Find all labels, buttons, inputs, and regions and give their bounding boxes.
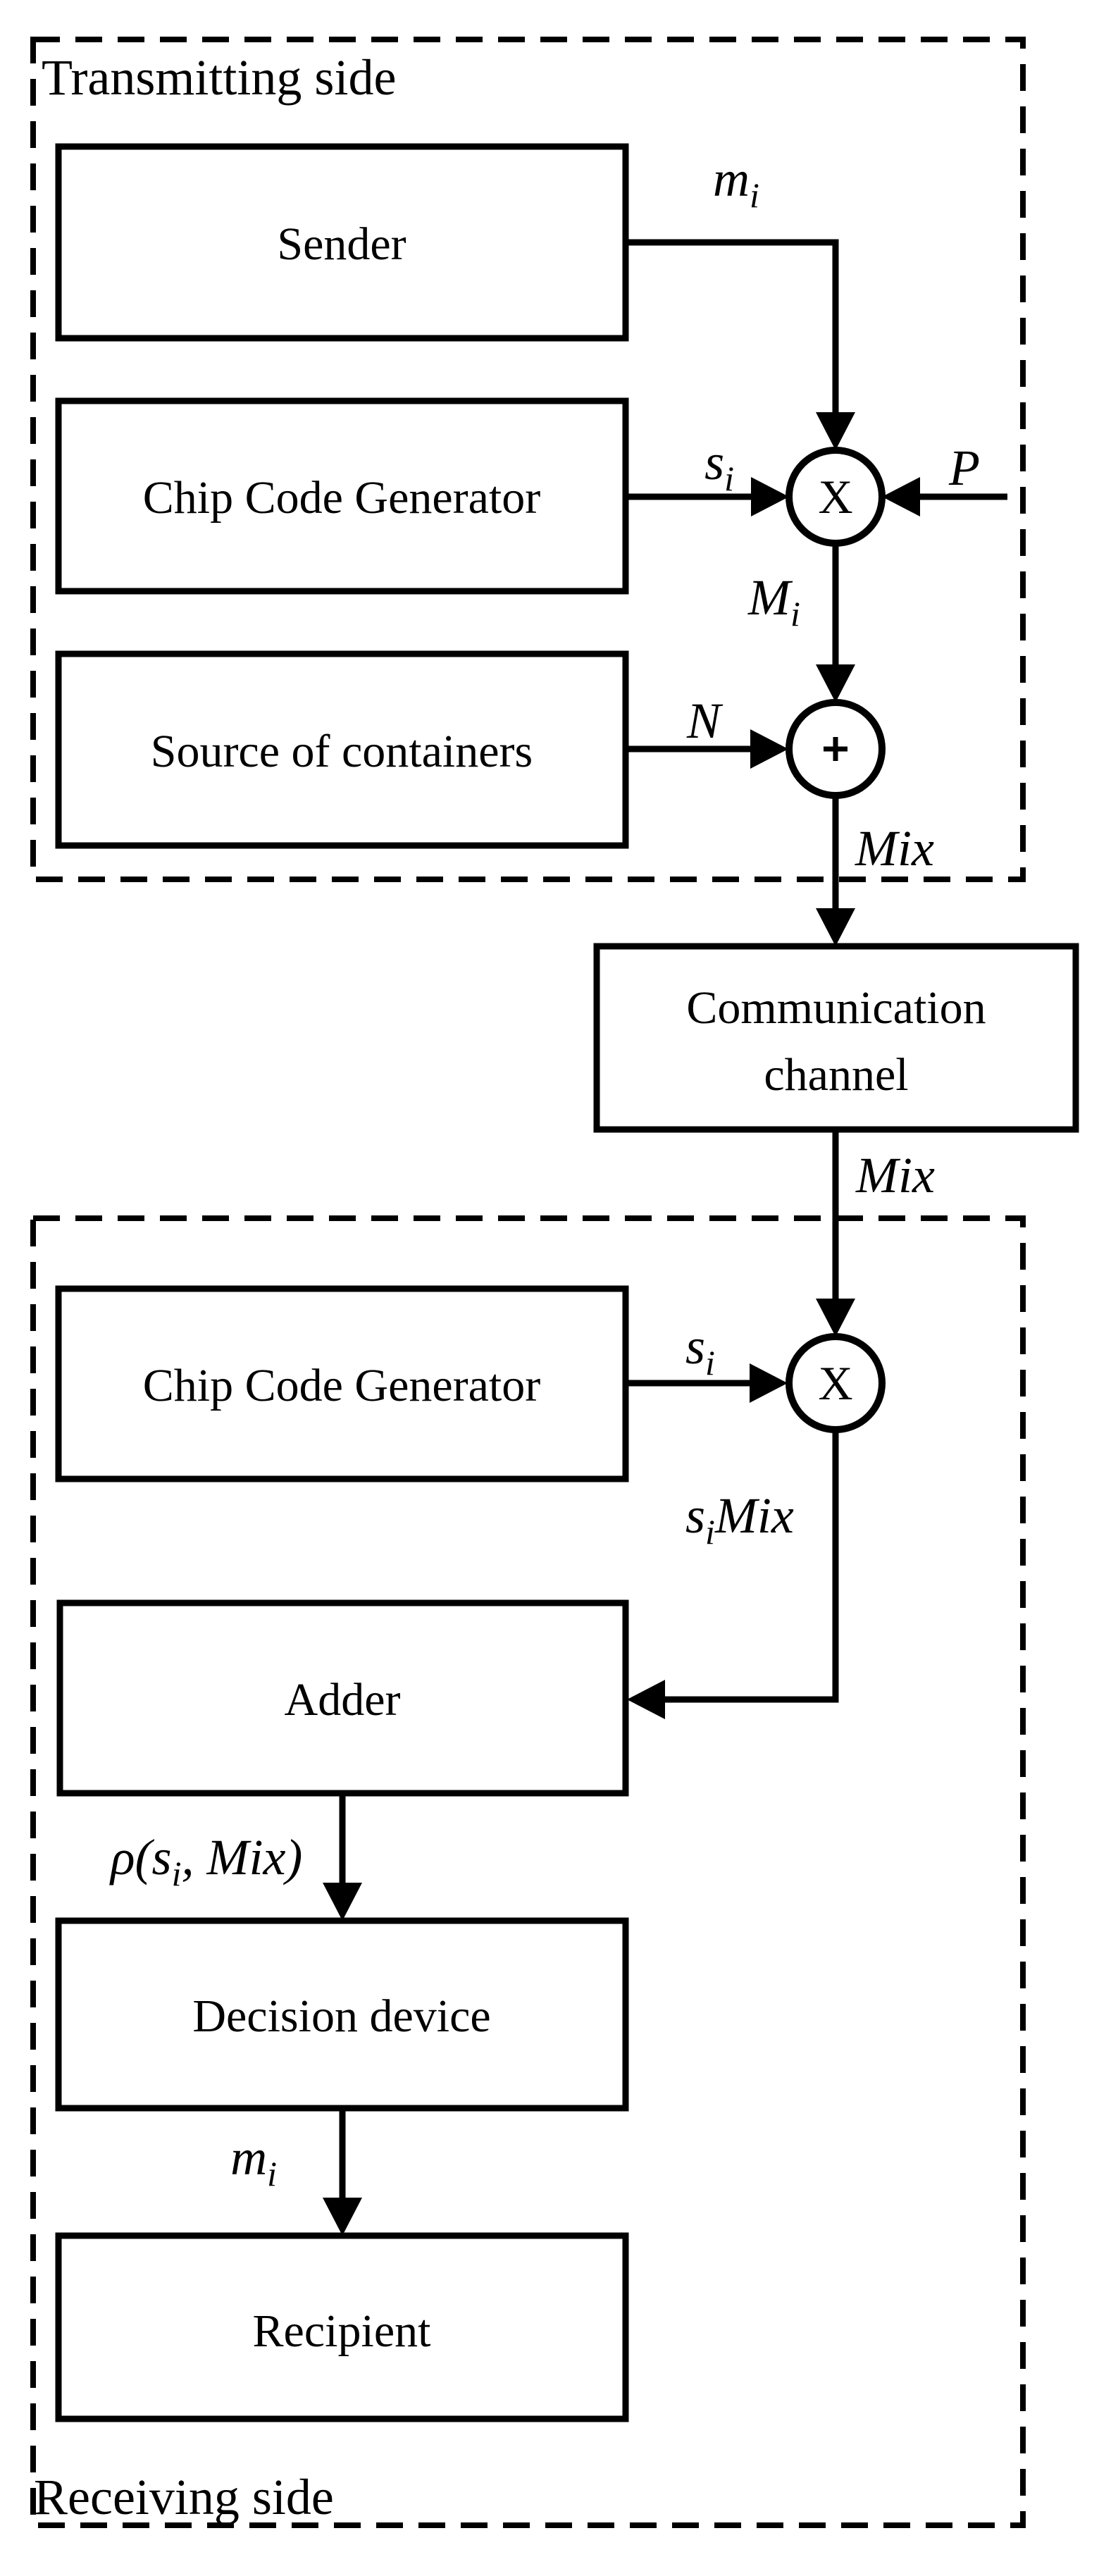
receiving-section: Receiving side Chip Code Generator X si … [30,1215,1026,2528]
adder-label: Adder [285,1674,401,1726]
decision-device-box [55,1917,629,2112]
communication-channel-box [593,943,1079,1133]
signal-p: P [948,440,980,496]
sender-label: Sender [277,218,406,270]
sender-box [55,143,629,342]
signal-mix-tx: Mix [855,820,934,877]
arrowhead-into-adder-right [627,1680,665,1719]
signal-mi-rx: mi [230,2129,277,2193]
flow-multiplier-rx-to-adder [665,1430,839,1703]
signal-mix-channel: Mix [855,1147,935,1203]
flow-sender-to-multiplier [626,239,839,412]
signal-si-tx: si [704,434,734,498]
plus-icon [824,737,847,761]
arrowhead-into-recipient-top [323,2198,362,2236]
chip-code-generator-rx-label: Chip Code Generator [143,1360,541,1411]
arrowhead-into-multiplier-rx-left [750,1363,788,1403]
communication-channel-label-line1: Communication [686,982,986,1034]
communication-channel-label-line2: channel [764,1049,908,1101]
arrowhead-into-multiplier-rx-top [816,1299,855,1337]
channel-section: Communication channel Mix [593,943,1079,1337]
signal-n: N [686,693,724,749]
transmitting-section: Transmitting side Sender Chip Code Gener… [30,37,1026,946]
arrowhead-into-multiplier-top [816,412,855,450]
decision-device-label: Decision device [192,1990,490,2042]
source-of-containers-label: Source of containers [151,726,533,777]
signal-rho: ρ(si, Mix) [109,1829,302,1893]
arrowhead-into-adder-circle-top [816,664,855,702]
signal-Mi: Mi [747,569,800,633]
signal-si-mix: siMix [685,1487,794,1552]
source-of-containers-box [55,650,629,849]
recipient-box [55,2232,629,2422]
arrowhead-into-multiplier-left [751,477,789,516]
multiplier-tx-symbol: X [818,470,852,524]
arrowhead-into-adder-circle-left [750,729,788,769]
signal-si-rx: si [685,1318,715,1382]
chip-code-generator-tx-box [55,397,629,595]
receiving-side-label: Receiving side [34,2469,334,2525]
transmitting-boundary [30,37,1026,882]
transmitting-side-label: Transmitting side [42,49,396,106]
arrowhead-into-multiplier-right [882,477,920,516]
receiving-boundary [30,1215,1026,2528]
chip-code-generator-rx-box [55,1285,629,1482]
signal-mi-tx: mi [713,151,759,215]
multiplier-rx-symbol: X [818,1356,852,1410]
recipient-label: Recipient [253,2305,431,2357]
arrowhead-into-decision-top [323,1883,362,1921]
chip-code-generator-tx-label: Chip Code Generator [143,472,541,524]
arrowhead-into-channel-top [816,908,855,946]
